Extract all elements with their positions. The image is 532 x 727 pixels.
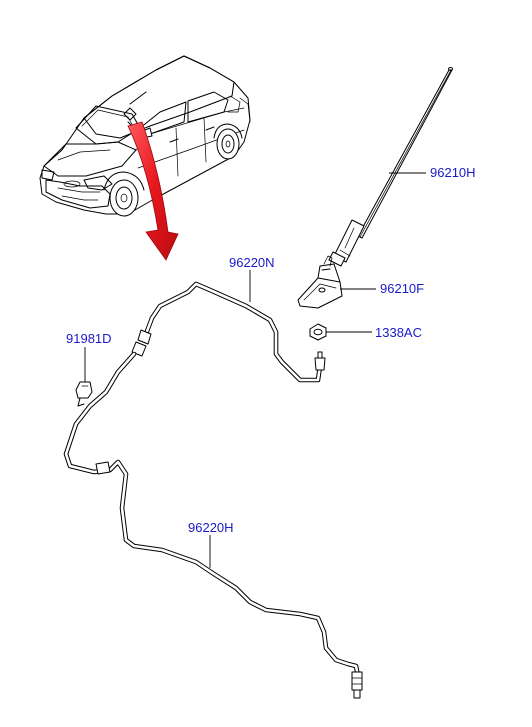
antenna-base-part bbox=[297, 255, 343, 309]
part-label-1338AC[interactable]: 1338AC bbox=[375, 325, 422, 340]
location-arrow bbox=[127, 121, 179, 261]
part-labels: 96210H 96210F 1338AC 96220N 91981D 96220… bbox=[66, 165, 476, 535]
part-label-96220N[interactable]: 96220N bbox=[229, 255, 275, 270]
nut-part bbox=[309, 323, 327, 341]
feeder-cable-upper-part bbox=[131, 281, 326, 383]
clip-part bbox=[75, 381, 93, 407]
part-label-96220H[interactable]: 96220H bbox=[188, 520, 234, 535]
part-label-96210F[interactable]: 96210F bbox=[380, 281, 424, 296]
leader-lines bbox=[84, 172, 426, 568]
antenna-rod-part bbox=[328, 67, 453, 267]
part-label-96210H[interactable]: 96210H bbox=[430, 165, 476, 180]
feeder-cable-lower-part bbox=[63, 351, 363, 699]
part-label-91981D[interactable]: 91981D bbox=[66, 331, 112, 346]
